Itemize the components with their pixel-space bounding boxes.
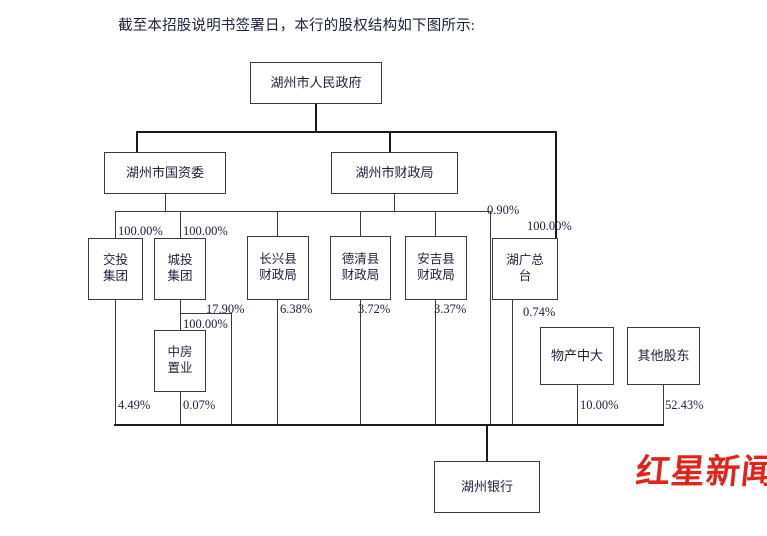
node-box-huguang[interactable]: 湖广总台: [492, 238, 558, 300]
logo-text: 红星新闻: [633, 452, 767, 492]
connector-jiaotou-to-bank: [115, 300, 117, 425]
connector-bank-stem: [486, 424, 489, 461]
connector-finance-to-deqing: [360, 211, 362, 236]
connector-zhongfang-to-bank: [180, 392, 182, 425]
connector-sasac-to-jiaotou: [115, 211, 117, 238]
node-box-bank[interactable]: 湖州银行: [434, 461, 540, 513]
node-label-jiaotou: 交投集团: [102, 253, 128, 283]
pct-finance-bank: 0.90%: [487, 203, 520, 217]
node-label-huguang: 湖广总台: [506, 253, 544, 283]
node-label-zhongfang: 中房置业: [167, 345, 193, 375]
pct-deqing-bank: 3.72%: [358, 302, 391, 316]
node-label-gov: 湖州市人民政府: [270, 74, 362, 90]
connector-gov-to-sasac: [136, 131, 139, 152]
connector-gov-to-finance: [389, 131, 392, 152]
pct-other-bank: 52.43%: [665, 398, 704, 412]
node-label-finance: 湖州市财政局: [355, 164, 434, 180]
pct-gov-huguang: 100.00%: [527, 219, 572, 233]
connector-chengtou-bank-drop: [231, 313, 233, 425]
node-label-other: 其他股东: [637, 347, 690, 363]
connector-anji-to-bank: [435, 300, 437, 425]
node-box-anji[interactable]: 安吉县财政局: [405, 236, 467, 300]
connector-changxing-to-bank: [277, 300, 279, 425]
connector-huguang-to-bank: [512, 300, 514, 425]
red-star-news-logo: 红星新闻: [633, 452, 767, 492]
connector-gov-bus: [136, 131, 556, 134]
connector-gov-to-huguang: [555, 131, 558, 238]
connector-bank-bus: [114, 424, 664, 427]
connector-deqing-to-bank: [360, 300, 362, 425]
node-box-zhongfang[interactable]: 中房置业: [154, 330, 206, 392]
connector-gov-stem: [315, 104, 318, 132]
connector-sasac-to-chengtou: [180, 211, 182, 238]
connector-other-to-bank: [663, 385, 665, 425]
connector-finance-to-anji: [435, 211, 437, 236]
node-box-changxing[interactable]: 长兴县财政局: [247, 236, 309, 300]
pct-chengtou-zhongfang: 100.00%: [183, 317, 228, 331]
connector-chengtou-bank-elbow: [180, 313, 232, 315]
node-label-chengtou: 城投集团: [167, 253, 193, 283]
connector-finance-to-changxing: [277, 211, 279, 236]
connector-chengtou-to-zhongfang: [180, 300, 182, 330]
pct-sasac-jiaotou: 100.00%: [118, 224, 163, 238]
pct-changxing-bank: 6.38%: [280, 302, 313, 316]
connector-finance-stem: [394, 194, 396, 212]
node-box-jiaotou[interactable]: 交投集团: [88, 238, 143, 300]
connector-finance-bus: [277, 211, 490, 213]
node-label-deqing: 德清县财政局: [341, 252, 380, 282]
connector-sasac-bus: [115, 211, 281, 213]
node-label-changxing: 长兴县财政局: [259, 252, 297, 282]
node-label-wuchan: 物产中大: [550, 347, 603, 363]
pct-jiaotou-bank: 4.49%: [118, 398, 151, 412]
pct-huguang-bank: 0.74%: [523, 305, 556, 319]
connector-sasac-stem: [165, 194, 167, 212]
node-box-chengtou[interactable]: 城投集团: [154, 238, 206, 300]
pct-anji-bank: 3.37%: [434, 302, 467, 316]
node-label-sasac: 湖州市国资委: [125, 164, 204, 180]
node-box-gov[interactable]: 湖州市人民政府: [250, 62, 382, 104]
connector-finance-to-bank: [490, 211, 492, 425]
node-label-bank: 湖州银行: [460, 478, 513, 494]
node-box-deqing[interactable]: 德清县财政局: [330, 236, 391, 300]
node-box-finance[interactable]: 湖州市财政局: [331, 152, 458, 194]
pct-wuchan-bank: 10.00%: [580, 398, 619, 412]
node-box-sasac[interactable]: 湖州市国资委: [104, 152, 226, 194]
pct-zhongfang-bank: 0.07%: [183, 398, 216, 412]
node-label-anji: 安吉县财政局: [417, 252, 455, 282]
node-box-wuchan[interactable]: 物产中大: [540, 327, 614, 385]
node-box-other[interactable]: 其他股东: [627, 327, 700, 385]
connector-wuchan-to-bank: [577, 385, 579, 425]
pct-sasac-chengtou: 100.00%: [183, 224, 228, 238]
pct-chengtou-bank: 17.90%: [206, 302, 245, 316]
page-caption: 截至本招股说明书签署日，本行的股权结构如下图所示:: [118, 18, 476, 34]
connector-chengtou-bank-stub: [180, 300, 182, 314]
